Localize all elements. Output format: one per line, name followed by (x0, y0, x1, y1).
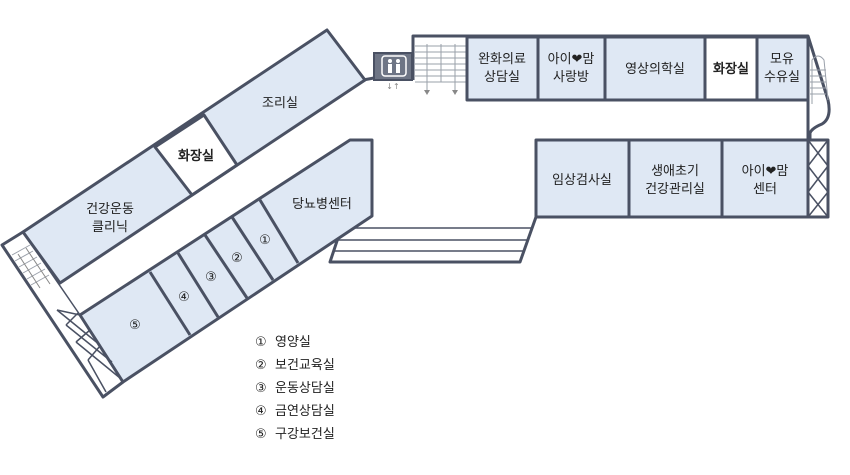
room-radiology[interactable] (603, 35, 707, 102)
elevator-icon: ↓↑ (373, 52, 413, 91)
room-label: 영상의학실 (625, 62, 685, 77)
legend-item: ② 보건교육실 (255, 358, 335, 373)
room-nursing[interactable] (755, 35, 810, 102)
room-label: 센터 (753, 182, 777, 197)
structural-bracing (807, 139, 829, 218)
legend-number: ④ (255, 404, 267, 419)
room-label: 상담실 (484, 70, 520, 85)
room-label: 완화의료 (478, 52, 526, 67)
room-restroom-right[interactable] (703, 35, 759, 102)
legend-number: ① (255, 335, 267, 350)
legend-item: ③ 운동상담실 (255, 381, 335, 396)
right-wing-outline (411, 34, 831, 219)
room-label: 클리닉 (92, 220, 128, 235)
legend-label: 운동상담실 (275, 381, 335, 396)
room-3-label[interactable]: ③ (205, 270, 217, 285)
room-mom-center[interactable] (720, 138, 810, 219)
room-1-label[interactable]: ① (259, 233, 271, 248)
legend-number: ② (255, 358, 267, 373)
room-mom-lounge[interactable] (536, 35, 607, 102)
structural-bracing (56, 309, 121, 393)
stairs-icon (810, 55, 829, 104)
legend-item: ⑤ 구강보건실 (255, 427, 335, 442)
room-diabetes-center[interactable] (78, 138, 374, 384)
room-palliative-counseling[interactable] (465, 35, 540, 102)
legend-number: ⑤ (255, 427, 267, 442)
legend-label: 금연상담실 (275, 404, 335, 419)
stairs-icon (11, 244, 51, 289)
room-label: 아이❤맘 (742, 164, 789, 179)
room-label: 생애초기 (651, 164, 699, 179)
room-label: 아이❤맘 (548, 52, 595, 67)
legend-label: 구강보건실 (275, 427, 335, 442)
left-wing: 화장실 조리실 건강운동 클리닉 당뇨병센터 ① ② ③ ④ ⑤ (0, 28, 375, 399)
room-restroom-left[interactable] (153, 113, 239, 197)
room-label: 당뇨병센터 (292, 197, 352, 212)
legend-label: 보건교육실 (275, 358, 335, 373)
room-5-label[interactable]: ⑤ (129, 318, 141, 333)
room-label: 화장실 (713, 61, 749, 77)
legend-label: 영양실 (275, 335, 311, 350)
room-label: 화장실 (178, 148, 214, 164)
room-4-label[interactable]: ④ (178, 290, 190, 305)
room-label: 모유 (770, 52, 794, 67)
room-label: 임상검사실 (552, 173, 612, 188)
room-2-label[interactable]: ② (231, 251, 243, 266)
svg-text:↓↑: ↓↑ (386, 82, 399, 91)
legend-item: ④ 금연상담실 (255, 404, 335, 419)
room-label: 건강운동 (86, 202, 134, 217)
legend: ① 영양실 ② 보건교육실 ③ 운동상담실 ④ 금연상담실 ⑤ 구강보건실 (255, 335, 335, 442)
legend-item: ① 영양실 (255, 335, 311, 350)
room-label: 건강관리실 (645, 182, 705, 197)
right-wing: ↓↑ 완화의료 상담실 아이❤맘 사랑방 영상의학실 화장실 모유 수유실 임상… (328, 34, 831, 264)
legend-number: ③ (255, 381, 267, 396)
left-end-outline (0, 230, 124, 399)
room-label-kitchen: 조리실 (262, 96, 298, 111)
room-label: 수유실 (764, 70, 800, 85)
stairs-icon (415, 38, 467, 98)
room-label: 사랑방 (553, 70, 589, 85)
